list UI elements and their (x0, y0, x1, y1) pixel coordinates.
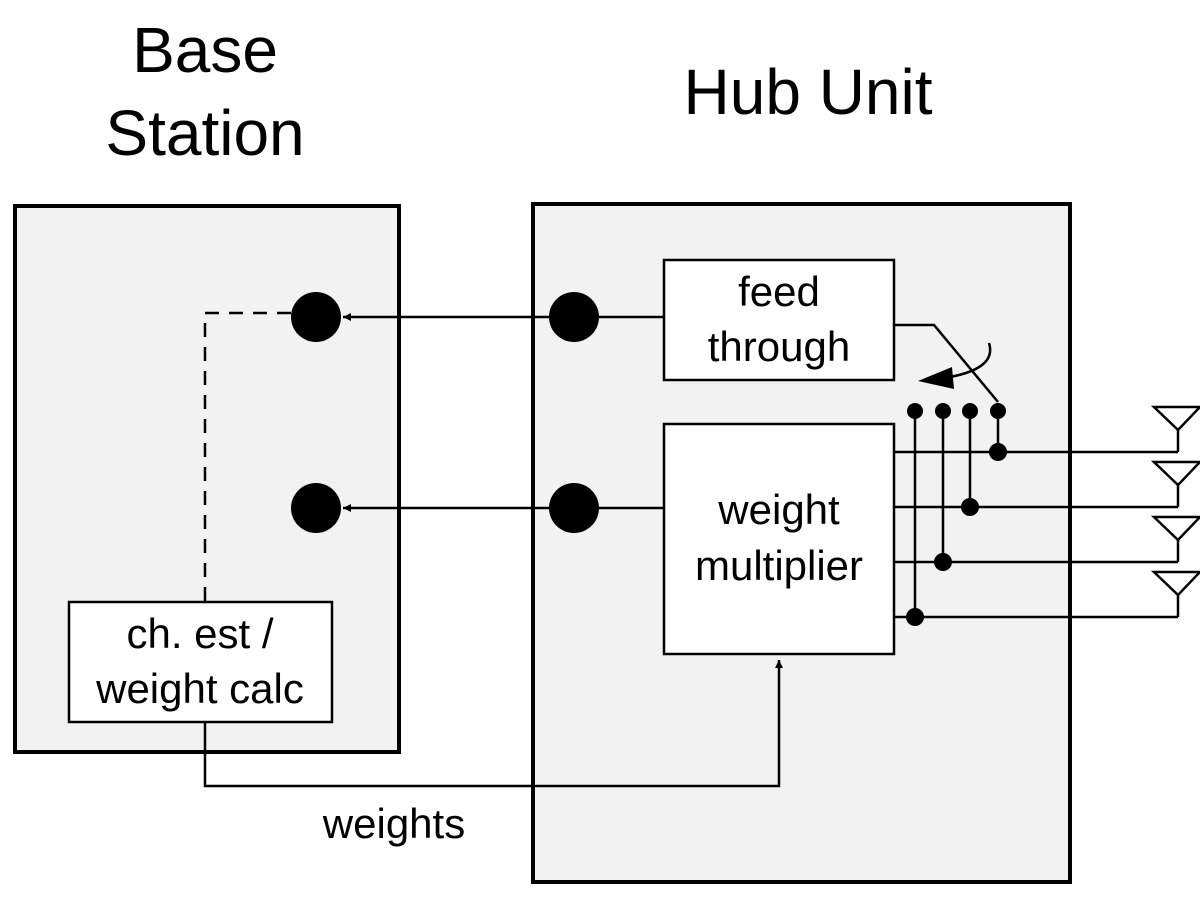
hub-port-bottom (549, 483, 599, 533)
channel-est-block (67, 600, 334, 724)
channel-est-label-line2: weight calc (95, 665, 304, 712)
switch-contact-2 (935, 403, 951, 419)
junction-dot-4 (906, 608, 924, 626)
channel-est-label-line1: ch. est / (126, 610, 273, 657)
weights-label: weights (322, 800, 465, 847)
feed-through-label-line1: feed (738, 268, 820, 315)
feed-through-label-line2: through (708, 323, 850, 370)
antenna-1 (1150, 405, 1200, 452)
switch-contact-4 (990, 403, 1006, 419)
hub-port-top (549, 292, 599, 342)
feed-through-block (662, 258, 896, 382)
switch-contact-1 (907, 403, 923, 419)
switch-rotation-arrow (949, 342, 992, 379)
weight-multiplier-block (662, 422, 896, 656)
antenna-2 (1150, 460, 1200, 507)
base-port-top (291, 292, 341, 342)
junction-dot-3 (934, 553, 952, 571)
base-port-bottom (291, 483, 341, 533)
junction-dot-2 (961, 498, 979, 516)
junction-dot-1 (989, 443, 1007, 461)
switch-arm (894, 323, 999, 403)
antenna-3 (1150, 515, 1200, 562)
weight-multiplier-label-line2: multiplier (695, 542, 863, 589)
hub-unit-title: Hub Unit (684, 56, 933, 128)
antenna-4 (1150, 570, 1200, 617)
weights-path (203, 660, 783, 788)
switch-rotation-arrowhead (918, 367, 954, 389)
base-station-title-line2: Station (105, 97, 304, 169)
estimation-dashed-path (203, 311, 291, 602)
switch-contact-3 (962, 403, 978, 419)
base-station-title-line1: Base (132, 14, 278, 86)
weight-multiplier-label-line1: weight (717, 486, 840, 533)
